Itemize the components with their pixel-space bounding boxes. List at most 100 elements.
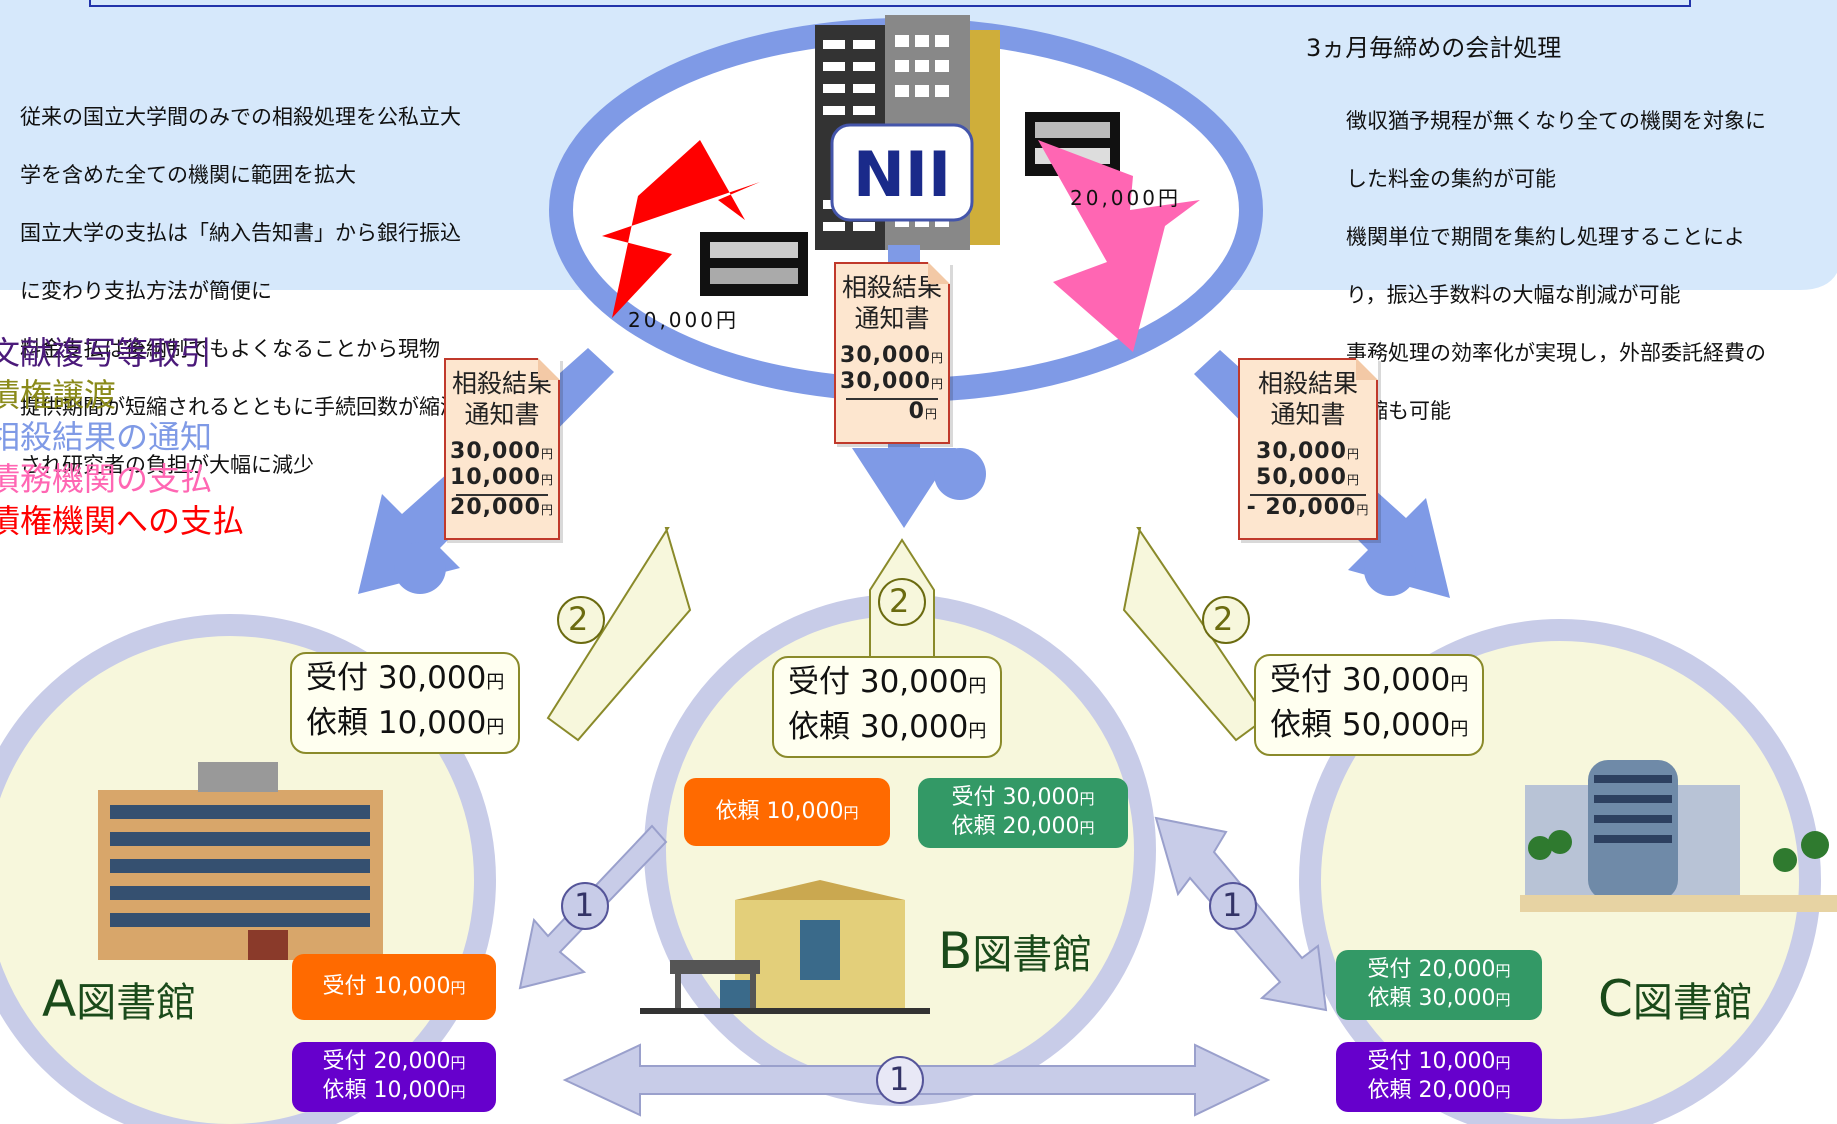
note-right-line: り，振込手数料の大幅な削減が可能 xyxy=(1346,283,1681,307)
notice-row: 10,000円 xyxy=(450,465,554,490)
tag-line: 依頼 20,000円 xyxy=(951,814,1095,839)
step2-marker-b xyxy=(878,578,926,626)
notice-title: 相殺結果 通知書 xyxy=(451,369,552,429)
step1-number-ac: 1 xyxy=(889,1060,910,1098)
notice-total: 20,000円 xyxy=(450,495,554,520)
note-right-line: 圧縮も可能 xyxy=(1346,399,1451,423)
balance-bubble-a: 受付 30,000円 依頼 10,000円 xyxy=(290,652,521,754)
legend-item: 文献複写等取引 xyxy=(0,334,213,372)
note-left-line: 従来の国立大学間のみでの相殺処理を公私立大 xyxy=(20,105,461,129)
tag-a-orange: 受付 10,000円 xyxy=(292,954,496,1020)
notify-marker-a xyxy=(394,542,446,594)
tag-b-green: 受付 30,000円 依頼 20,000円 xyxy=(918,778,1128,848)
tag-a-purple: 受付 20,000円 依頼 10,000円 xyxy=(292,1042,496,1112)
notice-rule xyxy=(456,494,548,496)
bubble-line: 依頼 30,000円 xyxy=(788,709,987,745)
notice-doc-b: 相殺結果 通知書 30,000円 30,000円 0円 xyxy=(834,262,950,444)
tag-line: 受付 20,000円 xyxy=(322,1049,466,1074)
note-right-title: 3ヵ月毎締めの会計処理 xyxy=(1306,34,1562,62)
money-label-left: 20,000円 xyxy=(628,308,739,332)
notice-title: 相殺結果 通知書 xyxy=(841,273,942,333)
tag-c-green: 受付 20,000円 依頼 30,000円 xyxy=(1336,950,1542,1020)
payment-by-debtor-arrow xyxy=(1038,140,1200,352)
tag-line: 受付 20,000円 xyxy=(1367,957,1511,982)
money-icon-left xyxy=(700,232,808,296)
notice-total: - 20,000円 xyxy=(1246,495,1370,520)
nii-label: NII xyxy=(853,138,951,211)
notice-rule xyxy=(1250,494,1366,496)
note-left-line: 料金支払は後納制でもよくなることから現物 xyxy=(20,337,440,361)
library-a-building-icon xyxy=(98,762,383,960)
note-left-line: 国立大学の支払は「納入告知書」から銀行振込 xyxy=(20,221,461,245)
step1-marker-bc xyxy=(1209,882,1257,930)
library-b-label: B図書館 xyxy=(938,922,1093,980)
legend-item: 債務機関の支払 xyxy=(0,460,213,498)
step1-marker-ab xyxy=(561,882,609,930)
note-right-line: 機関単位で期間を集約し処理することによ xyxy=(1346,225,1745,249)
step2-marker-c xyxy=(1202,596,1250,644)
note-left: 従来の国立大学間のみでの相殺処理を公私立大 学を含めた全ての機関に範囲を拡大 国… xyxy=(20,74,540,509)
money-label-right: 20,000円 xyxy=(1070,186,1181,210)
balance-bubble-c: 受付 30,000円 依頼 50,000円 xyxy=(1254,654,1485,756)
library-c-label: C図書館 xyxy=(1598,970,1753,1028)
legend-item: 相殺結果の通知 xyxy=(0,418,213,456)
notice-title: 相殺結果 通知書 xyxy=(1257,369,1358,429)
tag-b-orange: 依頼 10,000円 xyxy=(684,778,890,846)
tag-line: 受付 30,000円 xyxy=(951,785,1095,810)
notice-row: 50,000円 xyxy=(1256,465,1360,490)
notify-marker-c xyxy=(1364,544,1416,596)
tag-line: 依頼 10,000円 xyxy=(715,798,859,824)
step1-number-bc: 1 xyxy=(1222,886,1243,924)
nii-building-icon xyxy=(815,15,1000,250)
bubble-line: 依頼 10,000円 xyxy=(306,705,505,741)
step2-number-a: 2 xyxy=(568,600,589,638)
step1-marker-ac xyxy=(876,1056,924,1104)
page-fold-icon xyxy=(538,358,560,380)
library-c-building-icon xyxy=(1520,760,1837,912)
tag-line: 依頼 10,000円 xyxy=(322,1078,466,1103)
bubble-line: 依頼 50,000円 xyxy=(1270,707,1469,743)
bubble-line: 受付 30,000円 xyxy=(306,660,505,696)
page-fold-icon xyxy=(928,262,950,284)
step1-number-ab: 1 xyxy=(574,886,595,924)
transfer-arrow-c xyxy=(1122,527,1268,742)
note-left-line: され研究者の負担が大幅に減少 xyxy=(20,453,314,477)
tag-line: 依頼 30,000円 xyxy=(1367,986,1511,1011)
notice-doc-c: 相殺結果 通知書 30,000円 50,000円 - 20,000円 xyxy=(1238,358,1378,540)
legend-item: 債権機関への支払 xyxy=(0,502,245,540)
balance-bubble-b: 受付 30,000円 依頼 30,000円 xyxy=(772,656,1003,758)
step2-number-c: 2 xyxy=(1213,600,1234,638)
page-fold-icon xyxy=(1356,358,1378,380)
tag-line: 依頼 20,000円 xyxy=(1367,1078,1511,1103)
library-b-building-icon xyxy=(640,880,930,1014)
tag-line: 受付 10,000円 xyxy=(322,973,466,999)
note-left-line: に変わり支払方法が簡便に xyxy=(20,279,272,303)
notice-total: 0円 xyxy=(908,399,938,424)
note-right-line: した料金の集約が可能 xyxy=(1346,167,1556,191)
top-bar xyxy=(89,0,1691,7)
note-left-line: 提供期間が短縮されるとともに手続回数が縮減 xyxy=(20,395,461,419)
note-right: 徴収猶予規程が無くなり全ての機関を対象に した料金の集約が可能 機関単位で期間を… xyxy=(1346,78,1826,455)
notice-row: 30,000円 xyxy=(840,369,944,394)
transfer-arrow-a xyxy=(546,527,692,742)
notice-row: 30,000円 xyxy=(450,439,554,464)
notice-doc-a: 相殺結果 通知書 30,000円 10,000円 20,000円 xyxy=(444,358,560,540)
bubble-line: 受付 30,000円 xyxy=(788,664,987,700)
note-right-line: 徴収猶予規程が無くなり全ての機関を対象に xyxy=(1346,109,1766,133)
note-left-line: 学を含めた全ての機関に範囲を拡大 xyxy=(20,163,356,187)
tag-c-purple: 受付 10,000円 依頼 20,000円 xyxy=(1336,1042,1542,1112)
notice-rule xyxy=(846,398,938,400)
library-a-label: A図書館 xyxy=(42,970,197,1028)
step2-number-b: 2 xyxy=(889,582,910,620)
note-right-line: 事務処理の効率化が実現し，外部委託経費の xyxy=(1346,341,1766,365)
legend: 文献複写等取引 債権譲渡 相殺結果の通知 債務機関の支払 債権機関への支払 xyxy=(0,332,244,542)
notice-row: 30,000円 xyxy=(1256,439,1360,464)
payment-to-creditor-arrow xyxy=(602,140,760,318)
step2-marker-a xyxy=(557,596,605,644)
notice-row: 30,000円 xyxy=(840,343,944,368)
notify-marker-b xyxy=(934,448,986,500)
bubble-line: 受付 30,000円 xyxy=(1270,662,1469,698)
legend-item: 債権譲渡 xyxy=(0,376,117,414)
tag-line: 受付 10,000円 xyxy=(1367,1049,1511,1074)
